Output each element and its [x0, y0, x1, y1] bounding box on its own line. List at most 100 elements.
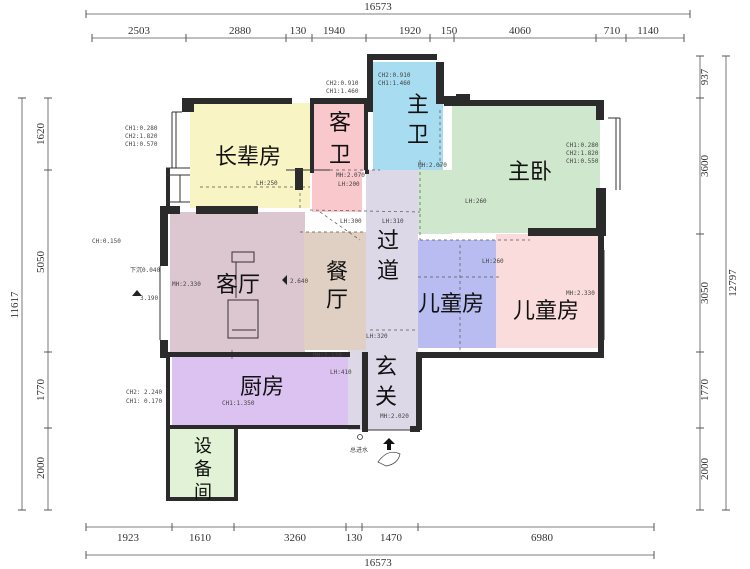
top-ticks — [91, 34, 685, 42]
note-mh-2070b: MH:2.070 — [418, 162, 447, 169]
note-water-inlet: 总进水 — [350, 446, 368, 454]
note-kitchen-ch: CH2: 2.240 — [126, 389, 163, 396]
kids-room-pink-fill — [496, 234, 600, 348]
level-marker-icon — [282, 275, 287, 285]
label-living-room: 客厅 — [216, 273, 260, 298]
left-total-dim: 11617 — [9, 291, 21, 319]
note-elder-ch: CH1:0.280 — [125, 125, 158, 132]
bottom-dim-6: 6980 — [531, 532, 554, 544]
guest-bath-lower-fill — [312, 170, 362, 212]
green-corridor-fill — [418, 170, 452, 234]
label-entrance-2: 关 — [375, 385, 397, 410]
elder-room-fill — [190, 103, 310, 208]
label-kids-room-2: 儿童房 — [513, 299, 579, 324]
label-kitchen: 厨房 — [240, 375, 284, 400]
bottom-ticks — [85, 523, 655, 531]
note-lh-260b: LH:260 — [482, 258, 504, 265]
label-equip-2: 备 — [194, 459, 212, 480]
note-elder-ch2: CH2:1.820 — [125, 133, 158, 140]
label-equip-3: 间 — [194, 482, 212, 503]
note-kitchen-ch2: CH1: 0.170 — [126, 398, 163, 405]
kitchen-fill — [172, 355, 348, 427]
label-corridor-2: 道 — [377, 259, 399, 284]
label-dining-1: 餐 — [326, 260, 348, 285]
note-living-level: 3.190 — [140, 295, 158, 302]
top-dim-9: 1140 — [637, 25, 659, 37]
top-dim-4: 1940 — [323, 25, 346, 37]
right-dim-1: 937 — [699, 68, 711, 85]
note-bed-ch2: CH2:1.820 — [566, 150, 599, 157]
label-entrance-1: 玄 — [375, 355, 397, 380]
note-living-mh: MH:2.330 — [172, 281, 201, 288]
label-master-bath-1: 主 — [407, 93, 429, 118]
equipment-room-fill — [170, 428, 236, 500]
right-dim-2: 3600 — [699, 155, 711, 178]
note-kitchen-mh: MH:2.130 — [313, 352, 342, 359]
thin-lines — [159, 111, 621, 431]
walls — [160, 54, 606, 501]
dining-fill — [304, 232, 366, 350]
note-lh-200: LH:200 — [338, 181, 360, 188]
dimension-lines — [18, 10, 730, 559]
right-dim-3: 3050 — [699, 282, 711, 305]
kids-room-blue-fill — [418, 240, 496, 348]
note-kids-mh: MH:2.330 — [566, 290, 595, 297]
top-dim-3: 130 — [290, 25, 307, 37]
annotations: CH1:0.280 CH2:1.820 CH1:0.570 CH2:0.910 … — [92, 72, 599, 467]
top-total-dim: 16573 — [364, 1, 392, 13]
right-ticks — [696, 55, 704, 511]
label-master-bedroom: 主卧 — [508, 160, 552, 185]
interior-dashed-lines — [200, 110, 530, 360]
note-entrance-mh: MH:2.020 — [380, 413, 409, 420]
left-ticks — [44, 97, 52, 511]
master-bath-fill — [373, 62, 443, 170]
label-kids-room-1: 儿童房 — [418, 292, 484, 317]
left-dim-4: 2000 — [35, 457, 47, 480]
level-marker-icon — [132, 290, 142, 296]
note-lh-260a: LH:260 — [465, 198, 487, 205]
right-total-dim: 12797 — [727, 269, 739, 297]
note-living-down: 下沉0.040 — [130, 266, 160, 274]
right-dim-5: 2000 — [699, 458, 711, 481]
top-dim-2: 2880 — [229, 25, 252, 37]
label-guest-bath-1: 客 — [329, 111, 351, 136]
note-dining-level: 2.640 — [290, 278, 308, 285]
top-dim-1: 2503 — [128, 25, 151, 37]
bottom-dim-2: 1610 — [189, 532, 212, 544]
corridor-fill — [366, 170, 418, 350]
note-corridor-lh: LH:310 — [382, 218, 404, 225]
bottom-total-dim: 16573 — [364, 557, 392, 569]
room-fills — [170, 62, 600, 500]
label-master-bath-2: 卫 — [407, 123, 429, 148]
note-kitchen-lh: LH:410 — [330, 369, 352, 376]
note-mh-2070a: MH:2.070 — [336, 172, 365, 179]
label-corridor-1: 过 — [377, 229, 399, 254]
note-elder-ch3: CH1:0.570 — [125, 141, 158, 148]
bottom-dim-3: 3260 — [284, 532, 307, 544]
note-bed-ch: CH1:0.280 — [566, 142, 599, 149]
bottom-dim-5: 1470 — [380, 532, 403, 544]
guest-bath-fill — [312, 103, 368, 171]
master-bedroom-fill — [452, 105, 600, 233]
right-dim-4: 1770 — [699, 379, 711, 402]
room-labels: 长辈房 客 卫 主 卫 主卧 客厅 餐 厅 过 道 儿童房 儿童房 厨房 玄 关… — [194, 93, 579, 503]
note-guest-ch: CH2:0.910 — [326, 80, 359, 87]
left-dim-1: 1620 — [35, 123, 47, 146]
bottom-dim-4: 130 — [346, 532, 363, 544]
entrance-fill — [348, 350, 418, 430]
note-lh-300: LH:300 — [340, 218, 362, 225]
note-bed-ch3: CH1:0.550 — [566, 158, 599, 165]
note-lh-250: LH:250 — [256, 180, 278, 187]
top-dim-7: 4060 — [509, 25, 532, 37]
left-dim-3: 1770 — [35, 379, 47, 402]
label-guest-bath-2: 卫 — [329, 143, 351, 168]
left-dim-2: 5050 — [35, 251, 47, 274]
label-equip-1: 设 — [194, 436, 212, 457]
note-master-ch: CH2:0.910 — [378, 72, 411, 79]
top-dim-5: 1920 — [399, 25, 422, 37]
note-living-ch: CH:0.150 — [92, 238, 121, 245]
label-elder-room: 长辈房 — [215, 145, 281, 170]
note-master-ch2: CH1:1.460 — [378, 80, 411, 87]
bottom-dim-1: 1923 — [117, 532, 140, 544]
